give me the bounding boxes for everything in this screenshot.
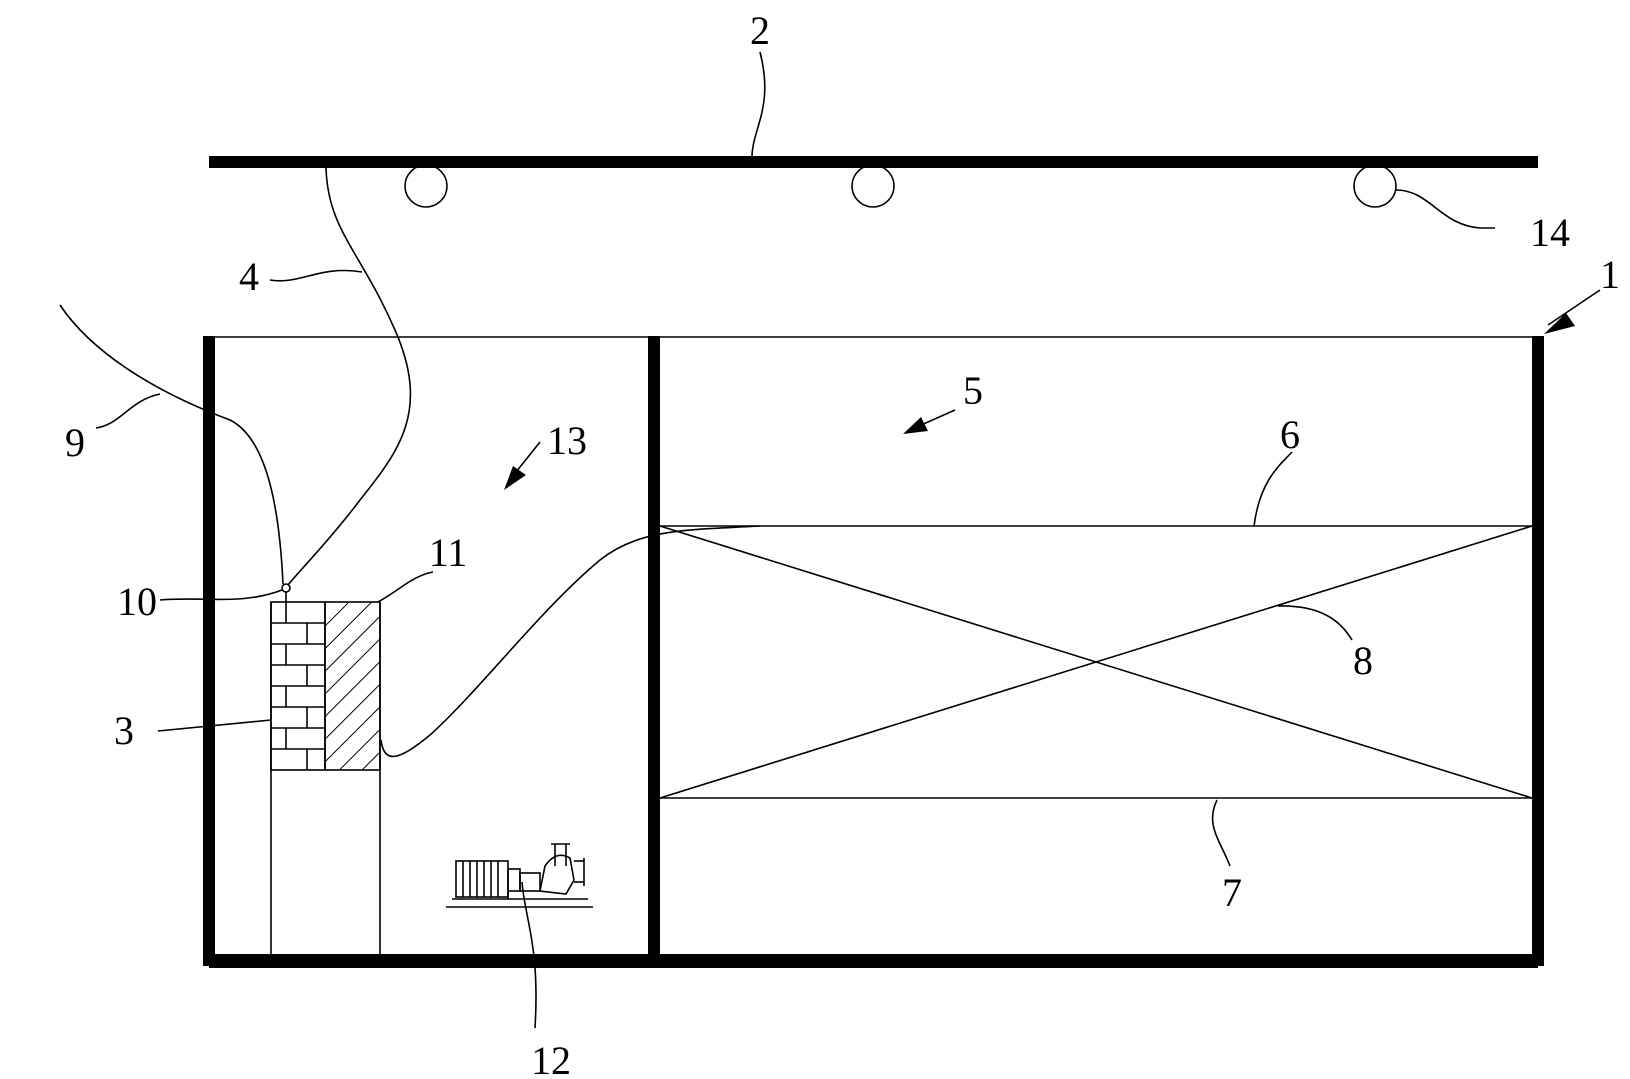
label-8: 8	[1353, 638, 1373, 683]
label-9: 9	[65, 420, 85, 465]
leader-8	[1277, 605, 1353, 641]
brick-block	[270, 601, 326, 771]
leader-14	[1395, 189, 1495, 229]
leader-3	[157, 719, 272, 732]
label-11: 11	[429, 530, 468, 575]
arrow-5-head	[903, 417, 928, 434]
leader-2	[751, 51, 766, 163]
arrow-1-head	[1544, 313, 1575, 334]
label-6: 6	[1280, 412, 1300, 457]
connecting-pipe	[380, 525, 761, 758]
label-4: 4	[239, 254, 259, 299]
label-13: 13	[547, 418, 587, 463]
leader-4	[269, 269, 363, 282]
label-10: 10	[117, 579, 157, 624]
leader-9	[95, 393, 161, 429]
cross-line-b	[659, 525, 1533, 799]
cable-from-rail	[287, 167, 412, 586]
label-1: 1	[1600, 252, 1620, 297]
label-5: 5	[963, 368, 983, 413]
cable-incoming	[59, 304, 284, 585]
roller-right	[1353, 164, 1397, 208]
label-12: 12	[531, 1038, 571, 1079]
label-14: 14	[1530, 210, 1570, 255]
roller-left	[404, 164, 448, 208]
leader-11	[377, 571, 434, 603]
label-3: 3	[114, 708, 134, 753]
leader-6	[1253, 451, 1293, 527]
pump-motor	[446, 843, 593, 908]
tank	[203, 336, 1544, 968]
label-7: 7	[1222, 870, 1242, 915]
leader-12	[521, 881, 537, 1029]
leader-7	[1211, 799, 1231, 867]
leader-10	[159, 589, 283, 601]
roller-middle	[851, 164, 895, 208]
label-2: 2	[750, 8, 770, 53]
hatched-block	[324, 601, 381, 771]
arrow-13-head	[504, 466, 526, 490]
arrow-1-shaft	[1547, 289, 1601, 326]
